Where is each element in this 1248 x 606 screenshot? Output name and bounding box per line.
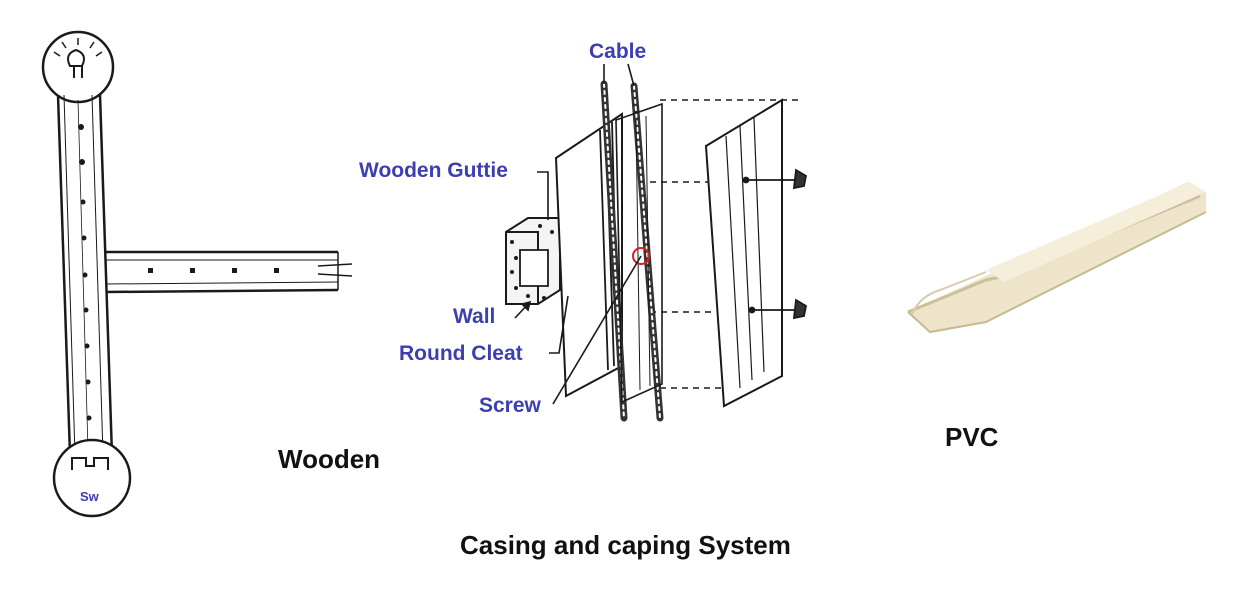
wooden-guttie-block [505, 217, 561, 305]
wooden-casing-drawing [41, 30, 353, 518]
pvc-channel-drawing [907, 182, 1207, 334]
lamp-icon [41, 30, 115, 104]
capping-panel [704, 98, 783, 408]
switch-icon [52, 438, 132, 518]
exploded-assembly-drawing [505, 63, 808, 422]
leader-lines [514, 63, 642, 405]
screw-icon [742, 168, 808, 320]
round-cleat-label: Round Cleat [399, 342, 523, 365]
wooden-label: Wooden [278, 444, 381, 474]
pvc-label: PVC [945, 422, 999, 452]
wall-label: Wall [453, 305, 496, 328]
wooden-guttie-label: Wooden Guttie [359, 159, 508, 182]
highlight-circle [632, 247, 650, 265]
switch-mark: Sw [80, 489, 99, 504]
screw-label: Screw [479, 394, 541, 417]
casing-base [554, 112, 623, 398]
horizontal-casing [104, 250, 353, 294]
caption: Casing and caping System [460, 530, 791, 560]
vertical-casing [56, 94, 114, 456]
cable-label: Cable [589, 40, 647, 63]
projection-lines [650, 99, 800, 389]
